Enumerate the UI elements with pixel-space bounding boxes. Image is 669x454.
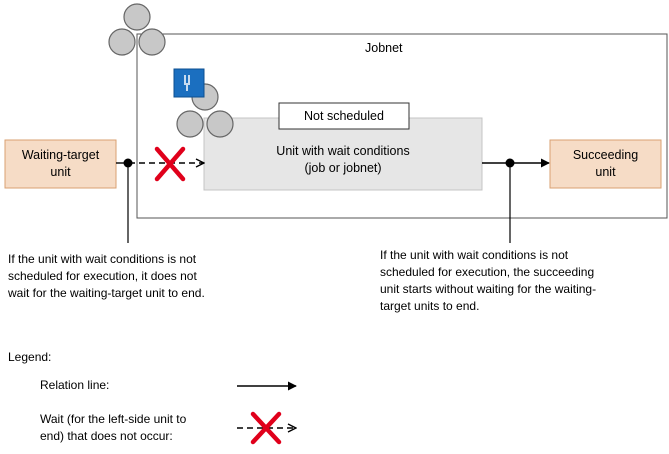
jobnet-label: Jobnet	[365, 41, 403, 55]
waiting-target-unit-label: Waiting-target unit	[5, 140, 116, 188]
note-right-line: target units to end.	[380, 299, 480, 313]
legend-wait-label-line1: Wait (for the left-side unit to	[40, 412, 187, 426]
note-right-line: scheduled for execution, the succeeding	[380, 265, 595, 279]
note-right-line: unit starts without waiting for the wait…	[380, 282, 597, 296]
legend-relation-label: Relation line:	[40, 378, 110, 392]
legend-wait-label-line2: end) that does not occur:	[40, 429, 173, 443]
note-right: If the unit with wait conditions is not …	[380, 247, 596, 315]
note-right-line: If the unit with wait conditions is not	[380, 248, 569, 262]
waiting-target-line2: unit	[50, 165, 71, 179]
note-left-line: If the unit with wait conditions is not	[8, 252, 197, 266]
status-box	[278, 102, 410, 130]
succeeding-unit-label: Succeeding unit	[550, 140, 661, 188]
cross-x-icon	[154, 146, 186, 182]
waiting-target-unit-box	[4, 139, 117, 189]
target-unit-box	[203, 117, 483, 191]
succeeding-line1: Succeeding	[572, 148, 639, 162]
jobnet-three-circles-icon	[108, 3, 166, 56]
legend-cross-x-icon	[250, 411, 282, 445]
status-box-label: Not scheduled	[304, 108, 384, 123]
note-left-line: scheduled for execution, it does not	[8, 269, 197, 283]
waiting-target-line1: Waiting-target	[21, 148, 100, 162]
succeeding-line2: unit	[595, 165, 616, 179]
target-unit-line1: Unit with wait conditions	[276, 144, 410, 158]
legend-title: Legend:	[8, 350, 52, 364]
unit-three-circles-icon	[176, 83, 234, 138]
target-unit-line2: (job or jobnet)	[304, 161, 382, 175]
note-left-line: wait for the waiting-target unit to end.	[8, 286, 205, 300]
target-unit-label: Unit with wait conditions (job or jobnet…	[204, 142, 482, 178]
legend-wait-label: Wait (for the left-side unit to end) tha…	[40, 411, 186, 445]
note-left: If the unit with wait conditions is not …	[8, 251, 205, 302]
succeeding-unit-box	[549, 139, 662, 189]
wait-condition-badge-icon	[173, 68, 205, 98]
